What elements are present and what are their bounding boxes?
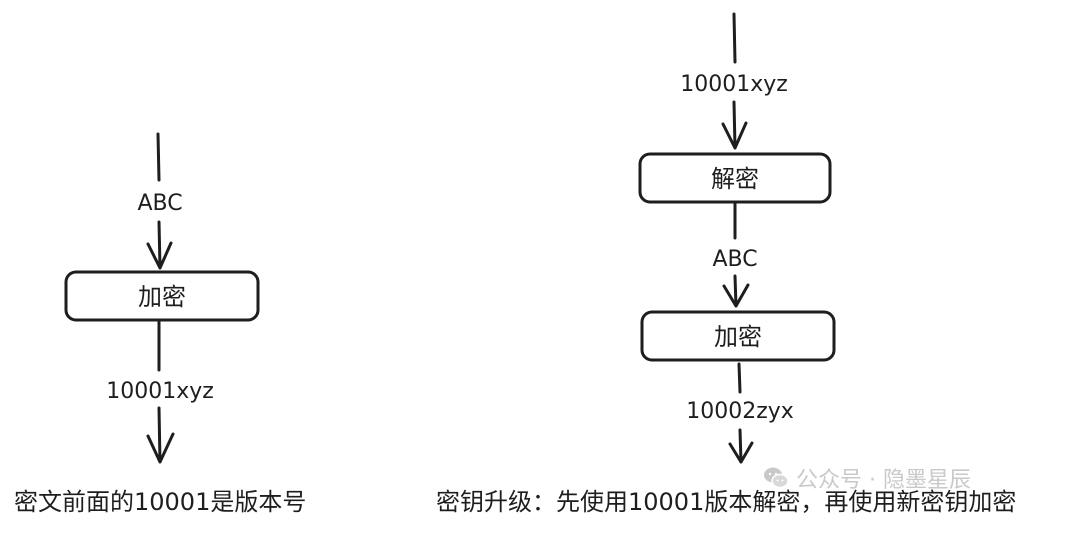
right-middle-label: ABC (712, 247, 757, 272)
right-encrypt-label: 加密 (714, 323, 762, 351)
right-decrypt-box (638, 152, 832, 204)
left-output-label: 10001xyz (106, 379, 214, 404)
left-output-arrow (146, 406, 175, 464)
right-input-label: 10001xyz (680, 72, 788, 97)
right-flow: 10001xyz 解密 ABC 加密 10002zyx (638, 12, 836, 464)
watermark-text: 公众号 · 隐墨星辰 (796, 468, 971, 493)
right-output-arrow (728, 428, 754, 464)
right-output-label: 10002zyx (686, 399, 794, 424)
right-middle-arrow (722, 274, 750, 308)
right-output-line (737, 362, 742, 394)
left-flow: ABC 加密 10001xyz (64, 132, 260, 464)
right-encrypt-box (640, 310, 836, 362)
right-input-line (732, 12, 737, 64)
wechat-icon (762, 464, 790, 492)
left-input-label: ABC (137, 191, 182, 216)
left-encrypt-label: 加密 (138, 283, 186, 311)
right-input-arrow (721, 100, 748, 150)
left-input-line (156, 132, 161, 182)
left-caption: 密文前面的10001是版本号 (14, 488, 307, 516)
right-decrypt-label: 解密 (711, 165, 759, 193)
left-input-arrow (146, 220, 173, 270)
left-encrypt-box (64, 270, 260, 322)
watermark: 公众号 · 隐墨星辰 (762, 462, 971, 494)
right-caption: 密钥升级：先使用10001版本解密，再使用新密钥加密 (436, 488, 1017, 516)
